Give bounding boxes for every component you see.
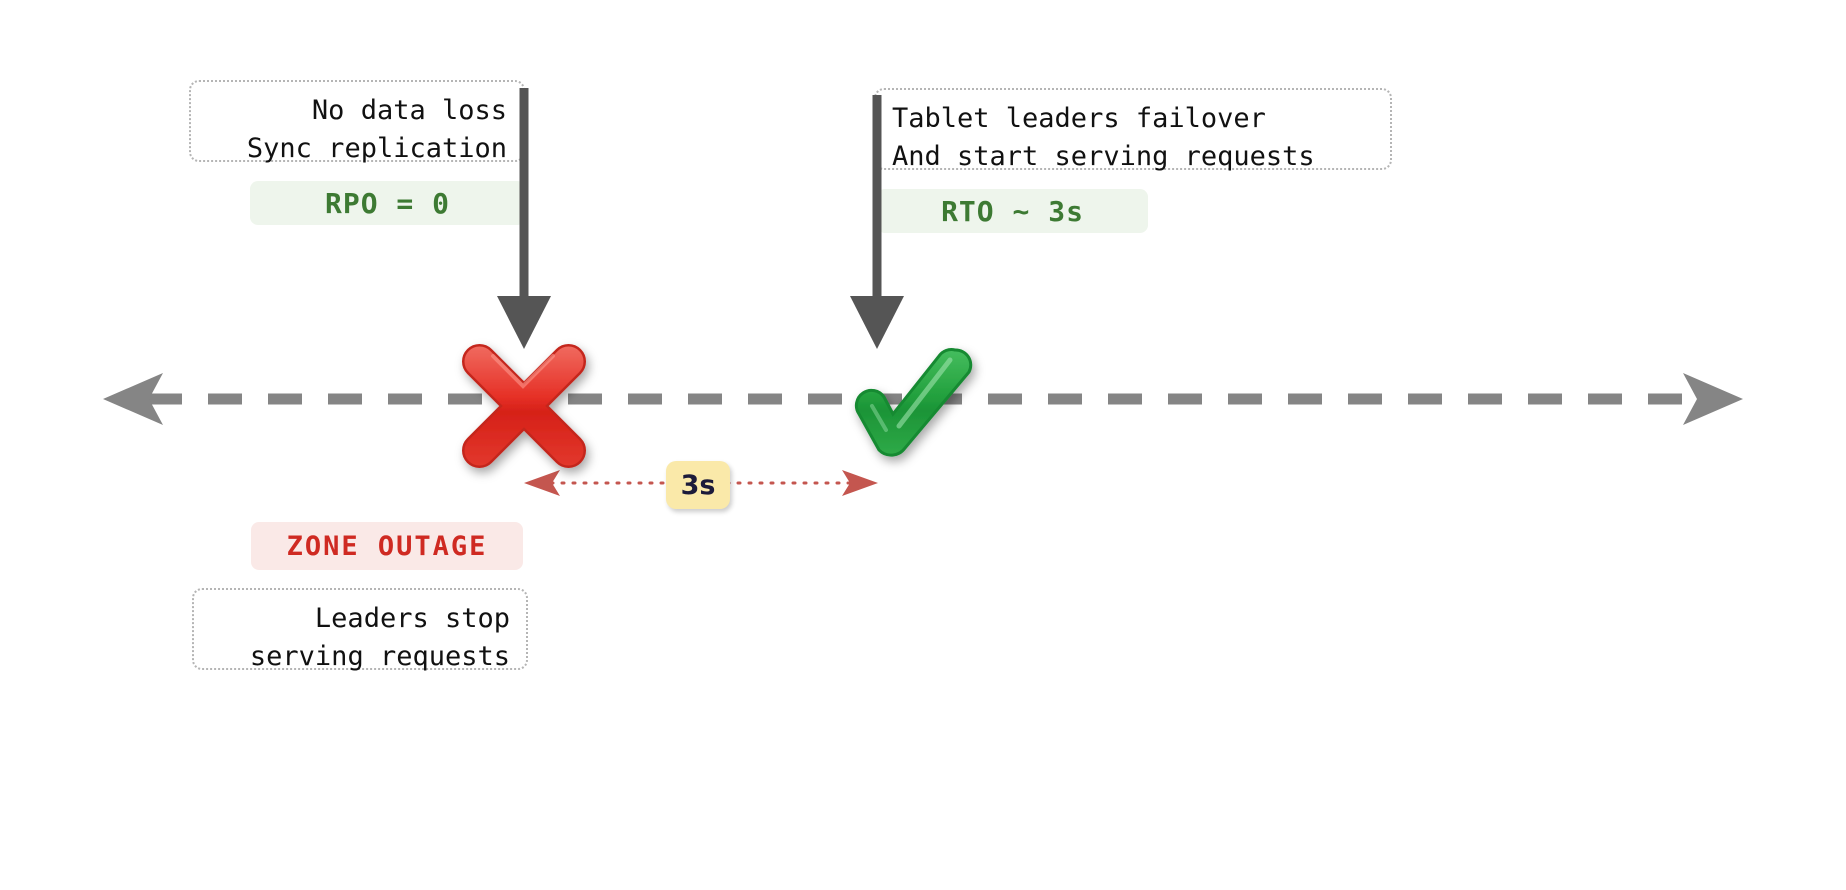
metric-pill-rpo: RPO = 0 (250, 181, 525, 225)
zone-outage-badge: ZONE OUTAGE (251, 522, 523, 570)
note-line: Tablet leaders failover (892, 103, 1266, 134)
note-line: No data loss (311, 95, 507, 126)
cross-mark-icon (461, 343, 587, 469)
metric-pill-rto: RTO ~ 3s (877, 189, 1148, 233)
note-tablet-failover: Tablet leaders failover And start servin… (874, 88, 1392, 172)
note-line: And start serving requests (892, 141, 1315, 173)
duration-left-arrowhead (524, 470, 560, 496)
event-arrow-failure-head (497, 296, 551, 349)
check-mark-icon (854, 348, 973, 457)
note-line: Sync replication (246, 133, 507, 165)
timeline-right-arrowhead (1683, 373, 1743, 425)
duration-right-arrowhead (842, 470, 878, 496)
duration-badge: 3s (666, 461, 730, 509)
note-leaders-stop: Leaders stop serving requests (192, 588, 528, 672)
event-arrow-recovery-head (850, 296, 904, 349)
note-line: Leaders stop (314, 603, 510, 634)
timeline-left-arrowhead (103, 373, 163, 425)
note-line: serving requests (249, 641, 510, 673)
note-no-data-loss: No data loss Sync replication (189, 80, 525, 164)
